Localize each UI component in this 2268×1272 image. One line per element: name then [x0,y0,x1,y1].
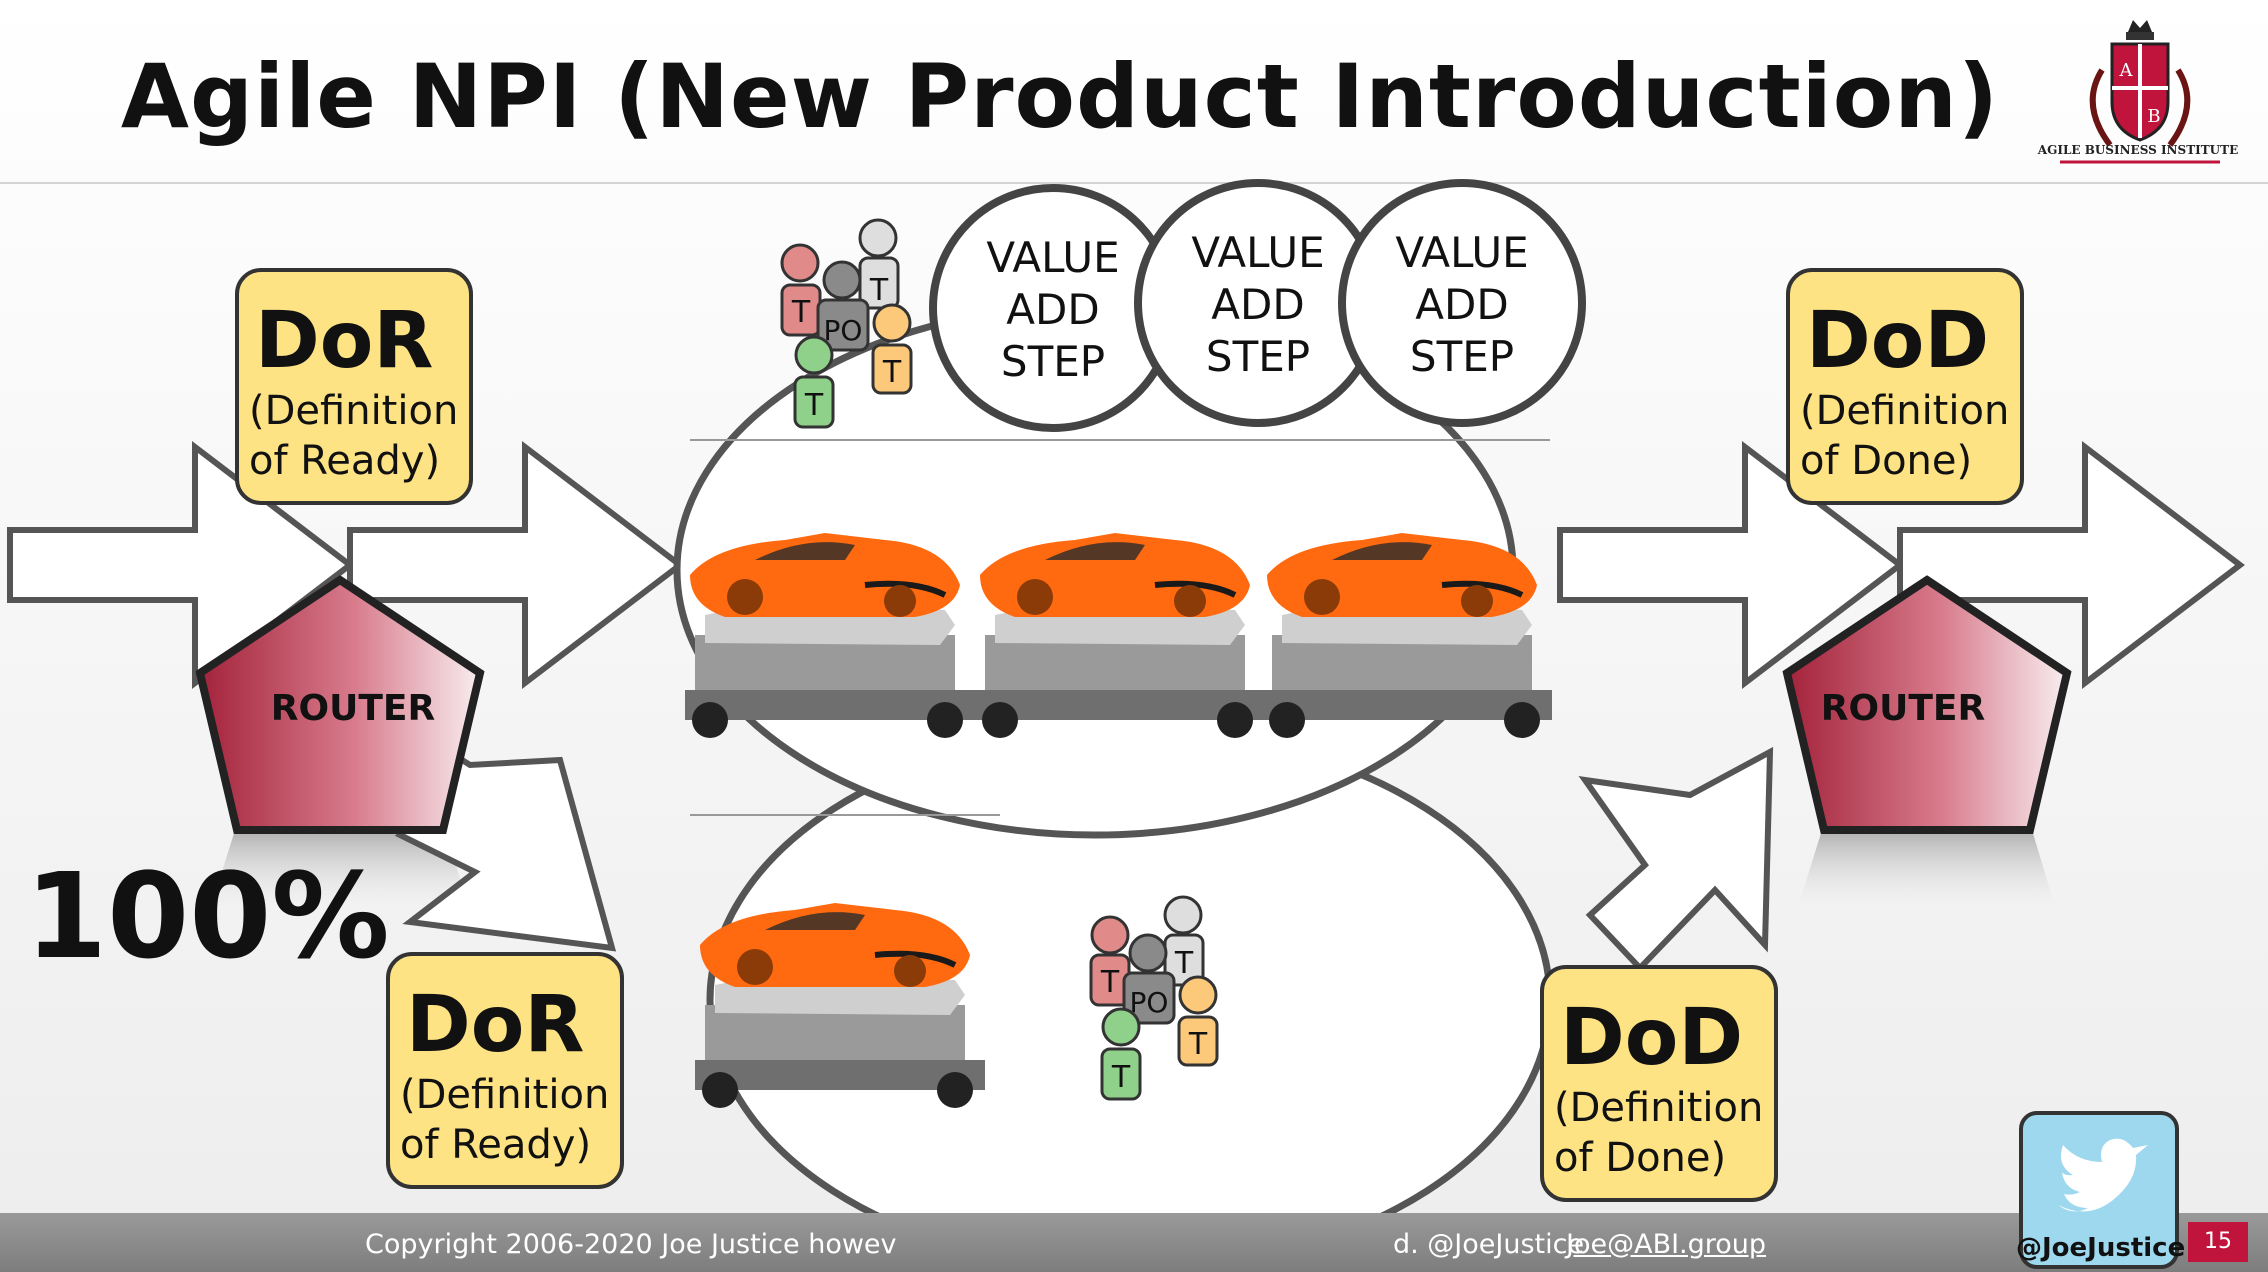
value-step-label-3: VALUE ADD STEP [1352,227,1572,383]
value-step-label-2: VALUE ADD STEP [1148,227,1368,383]
page-title: Agile NPI (New Product Introduction) [120,45,2000,148]
router-left-pentagon [195,575,485,834]
diagonal-arrow-up [1578,746,1774,973]
footer-bar [0,1213,2268,1272]
team-label: T [1174,946,1194,981]
value-step-line: STEP [1000,337,1106,386]
dor-heading: DoR [255,296,434,386]
po-label: PO [824,314,863,347]
output-arrow-from-oval [1557,440,1905,690]
car-2 [975,533,1265,738]
dod-subtitle-line: (Definition [1800,388,2010,434]
input-arrow-to-oval [347,440,685,690]
dor-subtitle-line: of Ready) [400,1122,592,1168]
value-step-line: VALUE [1191,228,1325,277]
dod-heading: DoD [1560,993,1744,1083]
value-step-label-1: VALUE ADD STEP [943,232,1163,388]
router-right-pentagon [1782,575,2072,834]
team-label: T [1188,1027,1208,1062]
twitter-icon[interactable] [2018,1110,2180,1270]
page-number: 15 [2188,1222,2248,1262]
dod-subtitle-line: of Done) [1800,438,1973,484]
router-left-reflection [210,830,470,910]
dor-box-bottom: DoR (Definition of Ready) [386,952,624,1189]
value-step-line: ADD [1006,285,1100,334]
value-step-line: ADD [1415,280,1509,329]
router-left-label: ROUTER [270,688,436,729]
dor-subtitle-line: of Ready) [249,438,441,484]
value-step-circle-3 [1338,179,1586,427]
footer-email-link[interactable]: Joe@ABI.group [1566,1229,1767,1260]
team-label: T [882,355,902,390]
footer-copyright: Copyright 2006-2020 Joe Justice howev [365,1229,897,1260]
router-right-label: ROUTER [1820,688,1986,729]
value-step-line: STEP [1409,332,1515,381]
team-group-lower: T T PO T T [1089,895,1219,1101]
dor-subtitle-line: (Definition [400,1072,610,1118]
dod-box-top: DoD (Definition of Done) [1786,268,2024,505]
car-4 [695,903,985,1108]
team-label: T [869,273,889,308]
team-label: T [1100,965,1120,1000]
po-label: PO [1130,986,1169,1019]
car-1 [685,533,975,738]
dod-box-bottom: DoD (Definition of Done) [1540,965,1778,1202]
dor-box-top: DoR (Definition of Ready) [235,268,473,505]
dor-subtitle-line: (Definition [249,388,459,434]
router-right-reflection [1797,830,2056,910]
value-step-line: ADD [1211,280,1305,329]
car-3 [1262,533,1552,738]
value-step-line: STEP [1205,332,1311,381]
dod-heading: DoD [1806,296,1990,386]
footer-contact: d. @JoeJustice [1393,1229,1585,1260]
dod-subtitle-line: of Done) [1554,1135,1727,1181]
team-group-top: T T PO T T [780,218,913,429]
logo-letter-a: A [2119,60,2134,81]
twitter-handle[interactable]: @JoeJustice [2016,1233,2186,1263]
value-step-line: VALUE [986,233,1120,282]
dor-heading: DoR [406,980,585,1070]
logo-caption: AGILE BUSINESS INSTITUTE [2037,143,2239,157]
percent-label: 100% [25,847,390,985]
team-label: T [1111,1060,1131,1095]
team-label: T [804,388,824,423]
dod-subtitle-line: (Definition [1554,1085,1764,1131]
value-step-line: VALUE [1395,228,1529,277]
agile-business-institute-logo: A B [2060,20,2220,164]
team-label: T [791,295,811,330]
logo-letter-b: B [2147,106,2160,127]
title-divider [0,182,2268,184]
